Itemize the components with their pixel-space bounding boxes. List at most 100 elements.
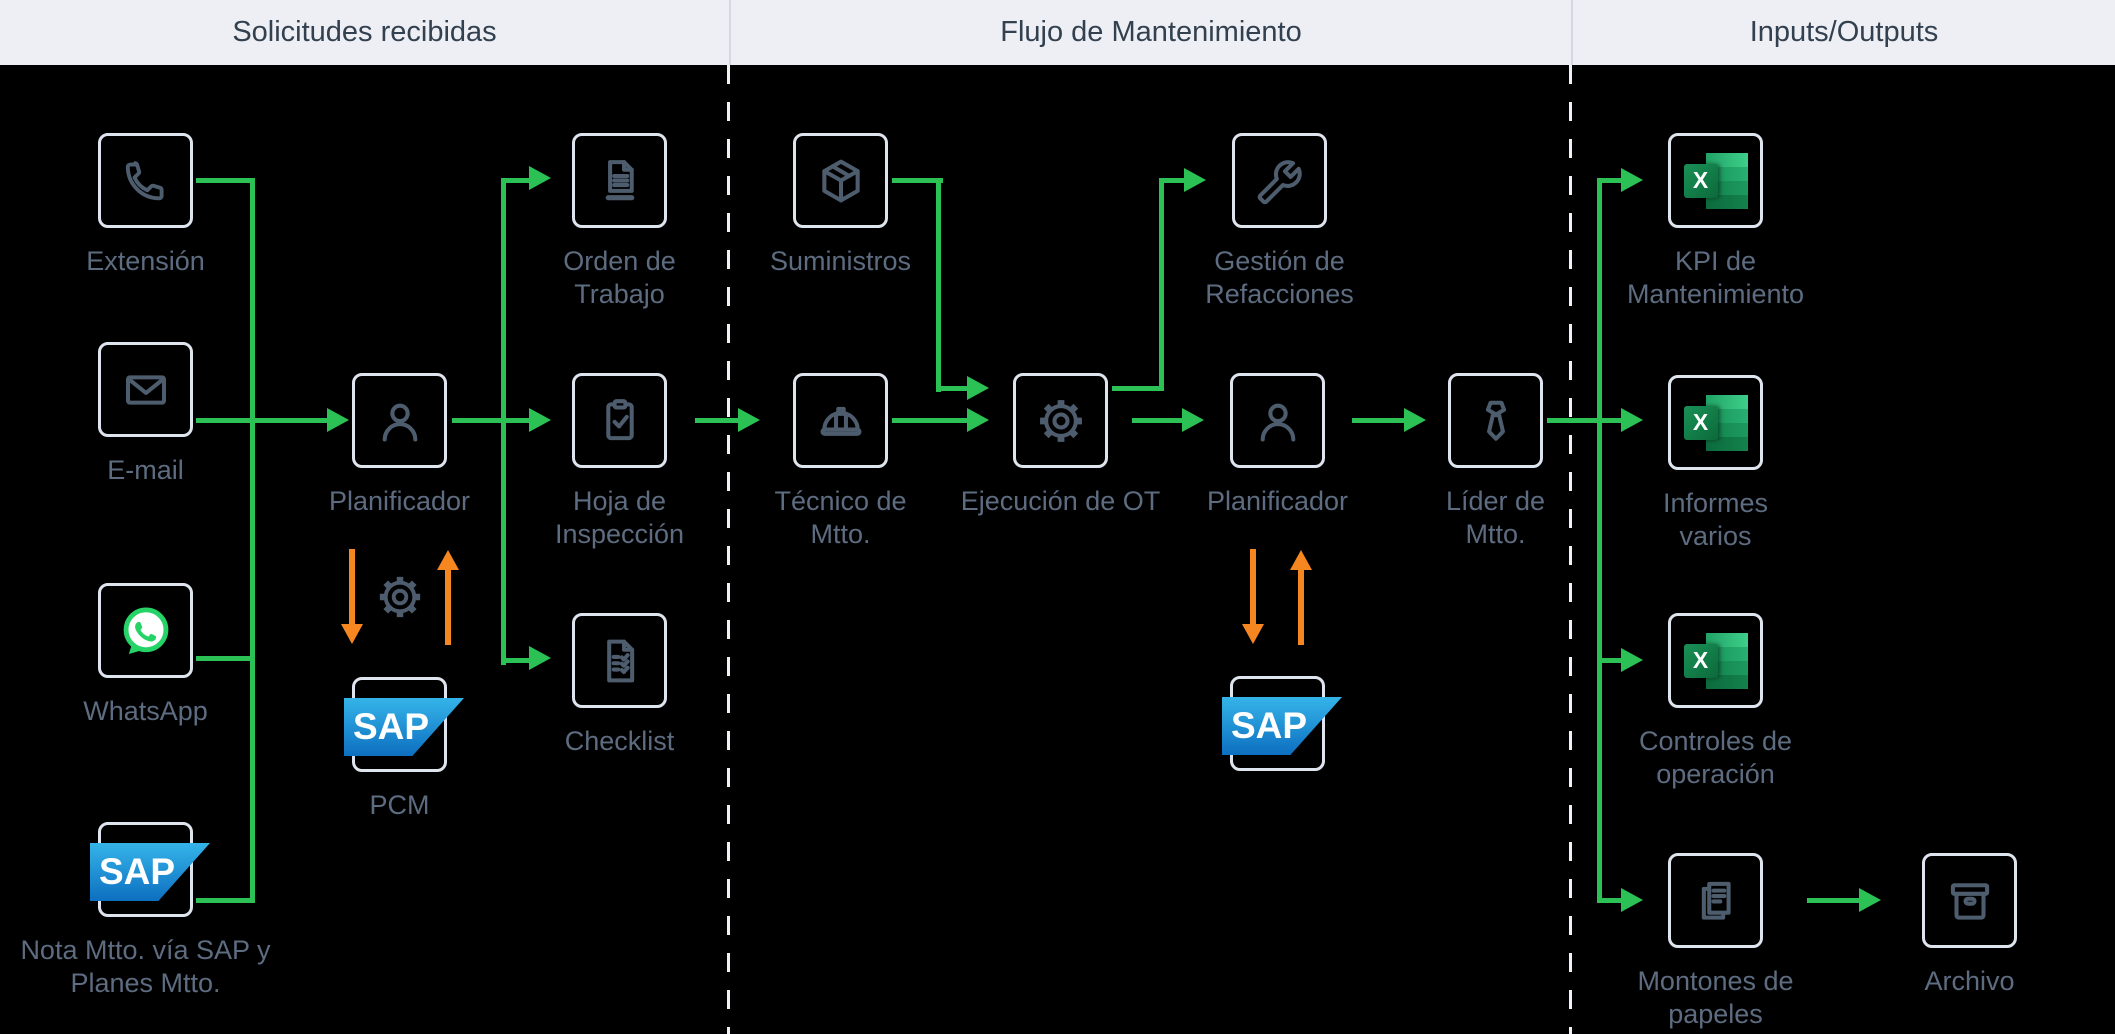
node-label: Ejecución de OT <box>960 486 1161 516</box>
connector-outputs-trunk <box>1597 178 1602 902</box>
node-label: Informes varios <box>1662 488 1769 551</box>
connector-tecnico-to-ejecucion <box>892 418 967 423</box>
arrowhead-to-planificador2 <box>1182 408 1204 432</box>
node-ejecucion-ot: Ejecución de OT <box>961 373 1160 516</box>
node-box: SAP <box>344 677 464 772</box>
node-gestion-refacciones: Gestión de Refacciones <box>1205 133 1354 309</box>
package-icon <box>821 159 860 202</box>
node-label: WhatsApp <box>83 696 208 726</box>
arrowhead-to-archivo <box>1859 888 1881 912</box>
excel-icon: X <box>1683 632 1748 689</box>
connector-suministros-out <box>892 178 943 183</box>
node-box <box>1013 373 1108 468</box>
header-section-solicitudes: Solicitudes recibidas <box>0 0 731 65</box>
node-checklist: Checklist <box>565 613 674 756</box>
node-label: Checklist <box>564 726 675 756</box>
connector-left-trunk <box>250 178 255 903</box>
node-box <box>1448 373 1543 468</box>
node-box: SAP <box>1222 676 1342 771</box>
node-label: Planificador <box>328 486 471 516</box>
paper-stack-icon <box>1701 881 1731 920</box>
node-box: X <box>1668 375 1763 470</box>
node-label: E-mail <box>107 455 184 485</box>
node-box <box>793 373 888 468</box>
node-box <box>1922 853 2017 948</box>
arrowhead-to-gestion <box>1184 168 1206 192</box>
node-informes: X Informes varios <box>1663 375 1768 551</box>
node-suministros: Suministros <box>770 133 911 276</box>
arrowhead-to-checklist <box>529 646 551 670</box>
node-box <box>98 342 193 437</box>
connector-whatsapp-out <box>196 656 252 661</box>
connector-hoja-to-tecnico <box>695 418 739 423</box>
node-label: PCM <box>369 790 430 820</box>
connector-docs-trunk <box>501 178 506 665</box>
connector-to-kpi <box>1597 178 1622 183</box>
connector-to-controles <box>1597 658 1622 663</box>
node-box <box>98 133 193 228</box>
node-nota-sap: SAP Nota Mtto. vía SAP y Planes Mtto. <box>20 822 271 998</box>
arrowhead-suministros-to-ejecucion <box>967 376 989 400</box>
node-label: Hoja de Inspección <box>554 486 685 549</box>
archive-box-icon <box>1950 882 1989 920</box>
node-label: Montones de papeles <box>1637 966 1794 1029</box>
connector-to-montones <box>1597 898 1622 903</box>
person-icon <box>382 403 417 441</box>
node-box <box>1232 133 1327 228</box>
connector-montones-to-archivo <box>1807 898 1859 903</box>
connector-extension-out <box>196 178 252 183</box>
sync-up-arrowhead <box>1290 550 1312 570</box>
connector-planificador2-to-lider <box>1352 418 1404 423</box>
hard-hat-icon <box>820 406 861 436</box>
connector-ejecucion-to-planificador2 <box>1132 418 1182 423</box>
sync-up-line <box>445 569 451 645</box>
arrowhead-to-controles <box>1621 648 1643 672</box>
sync-down-arrowhead <box>1242 624 1264 644</box>
node-box <box>572 373 667 468</box>
connector-lider-to-informes <box>1547 418 1621 423</box>
node-label: Archivo <box>1924 966 2015 996</box>
arrowhead-to-montones <box>1621 888 1643 912</box>
connector-ejecucion-up <box>1159 178 1164 391</box>
gear-icon <box>1039 399 1082 442</box>
connector-ejecucion-up-out <box>1112 386 1163 391</box>
node-label: Planificador <box>1206 486 1349 516</box>
tie-icon <box>1485 400 1506 441</box>
person-icon <box>1260 403 1295 441</box>
node-controles: X Controles de operación <box>1639 613 1792 789</box>
node-box <box>572 613 667 708</box>
sap-logo: SAP <box>344 698 464 756</box>
arrowhead-to-informes <box>1621 408 1643 432</box>
sap-logo: SAP <box>90 843 210 901</box>
connector-email-to-planificador <box>196 418 327 423</box>
clipboard-check-icon <box>605 398 634 440</box>
node-box: SAP <box>90 822 210 917</box>
header-section-inputs-outputs: Inputs/Outputs <box>1749 16 1939 48</box>
node-lider: Líder de Mtto. <box>1446 373 1545 549</box>
node-label: KPI de Mantenimiento <box>1626 246 1805 309</box>
connector-planificador-to-hoja <box>452 418 530 423</box>
node-label: Extensión <box>86 246 205 276</box>
wrench-icon <box>1257 159 1302 204</box>
arrowhead-to-planificador <box>327 408 349 432</box>
node-box <box>98 583 193 678</box>
header-section-flujo: Flujo de Mantenimiento <box>731 0 1573 65</box>
excel-x-tile: X <box>1683 643 1718 678</box>
node-sap-pcm: SAP PCM <box>344 677 464 820</box>
sync-up-line <box>1298 569 1304 645</box>
node-archivo: Archivo <box>1922 853 2017 996</box>
node-label: Nota Mtto. vía SAP y Planes Mtto. <box>20 935 271 998</box>
sync-down-arrowhead <box>341 624 363 644</box>
node-label: Orden de Trabajo <box>563 246 676 309</box>
node-label: Gestión de Refacciones <box>1205 246 1354 309</box>
sap-logo: SAP <box>1222 697 1342 755</box>
excel-x-tile: X <box>1683 405 1718 440</box>
sync-down-line <box>1250 549 1256 625</box>
node-whatsapp: WhatsApp <box>83 583 208 726</box>
envelope-icon <box>125 374 166 405</box>
excel-x-tile: X <box>1683 163 1718 198</box>
connector-to-orden <box>501 178 531 183</box>
arrowhead-to-tecnico <box>738 408 760 432</box>
node-label: Líder de Mtto. <box>1445 486 1546 549</box>
